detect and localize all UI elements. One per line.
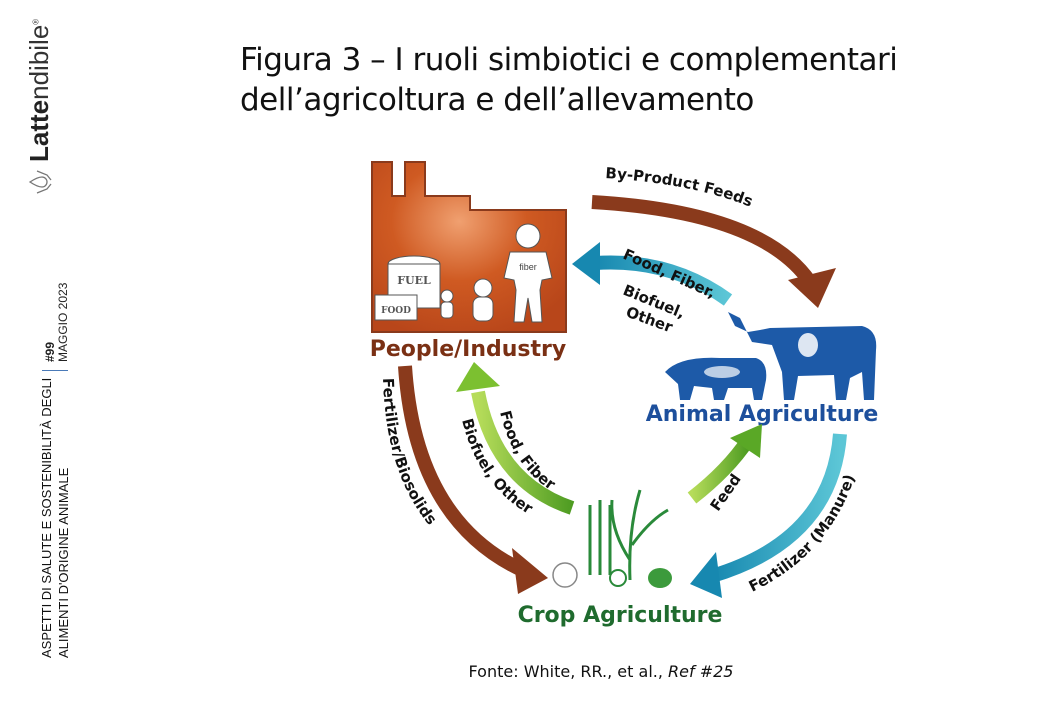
hands-drop-icon <box>28 170 52 194</box>
livestock-icon <box>665 312 877 400</box>
title-line-2: dell’agricoltura e dell’allevamento <box>240 82 754 118</box>
title-line-1: Figura 3 – I ruoli simbiotici e compleme… <box>240 42 898 78</box>
factory-icon: FUEL FOOD fiber <box>371 161 567 333</box>
crop-to-people-arrow <box>456 362 575 515</box>
crops-icon <box>552 489 672 588</box>
food-label: FOOD <box>381 306 411 316</box>
source-prefix: Fonte: White, RR., et al., <box>468 662 669 681</box>
hops-icon <box>648 568 672 588</box>
animal-to-crop-arrow <box>690 433 847 598</box>
page-title: Figura 3 – I ruoli simbiotici e compleme… <box>240 40 898 120</box>
node-crop-agriculture: Crop Agriculture <box>518 603 723 628</box>
sidebar-divider <box>42 370 68 371</box>
animal-to-people-arrow <box>572 242 733 306</box>
node-people-industry: People/Industry <box>370 337 566 362</box>
cotton-icon <box>552 562 578 588</box>
brand-logo: Lattendibile® <box>24 19 55 196</box>
node-animal-agriculture: Animal Agriculture <box>646 402 879 427</box>
source-ref: Ref #25 <box>668 662 734 681</box>
people-to-crop-arrow <box>398 365 548 594</box>
fuel-label: FUEL <box>397 274 431 287</box>
byproduct-feeds-arrow <box>591 195 836 308</box>
crop-to-animal-arrow <box>687 424 762 504</box>
source-caption: Fonte: White, RR., et al., Ref #25 <box>0 662 1046 681</box>
chicken-icon <box>798 333 818 357</box>
fiber-label: fiber <box>519 262 537 272</box>
fish-icon <box>704 366 740 378</box>
